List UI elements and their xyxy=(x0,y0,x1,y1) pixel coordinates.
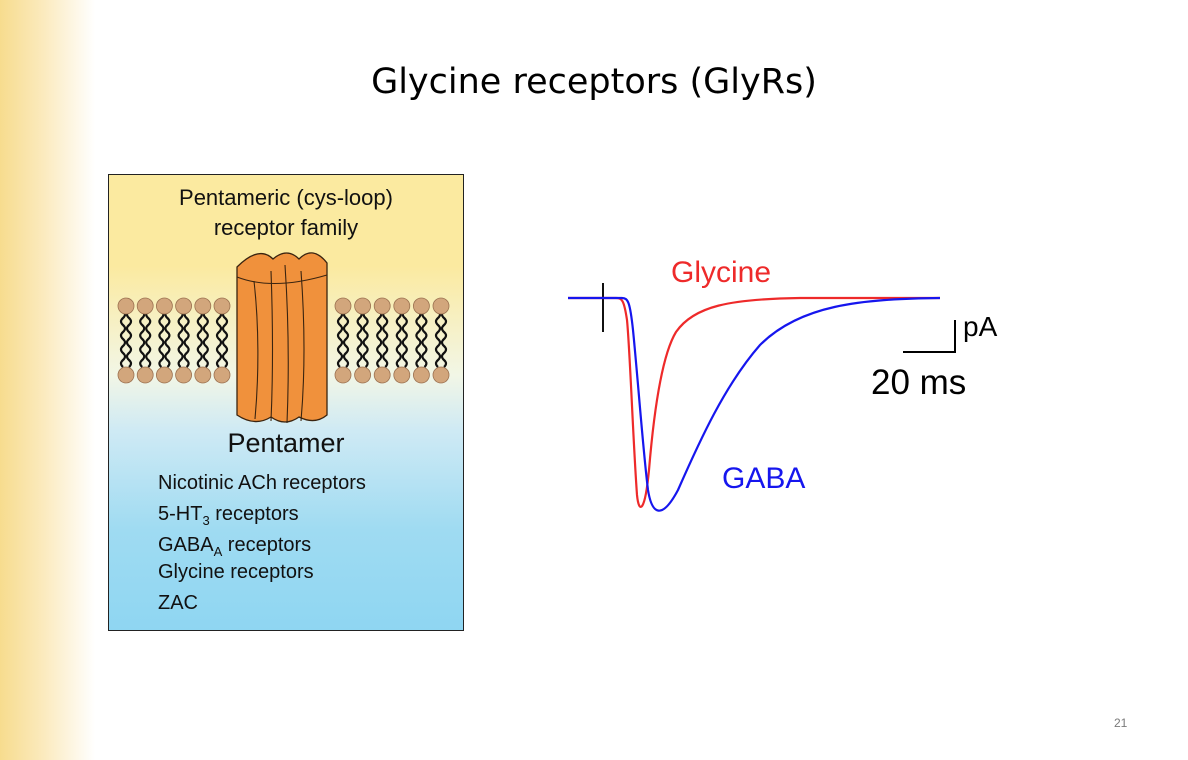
member-list: Nicotinic ACh receptors 5-HT3 receptors … xyxy=(158,473,366,624)
pentamer-label: Pentamer xyxy=(227,428,345,458)
membrane-diagram xyxy=(117,252,450,424)
scale-time-label: 20 ms xyxy=(871,363,967,402)
member-item: Nicotinic ACh receptors xyxy=(158,472,366,494)
member-item: Glycine receptors xyxy=(158,561,314,583)
pentameric-channel-icon xyxy=(236,252,328,424)
lipid-bilayer-icon xyxy=(117,297,450,384)
page-number: 21 xyxy=(1114,716,1128,730)
family-title: Pentameric (cys-loop) receptor family xyxy=(109,183,463,243)
glycine-trace xyxy=(568,296,940,508)
member-item: GABAA receptors xyxy=(158,534,312,559)
gaba-label: GABA xyxy=(722,462,806,495)
scale-current-label: pA xyxy=(963,311,998,342)
glycine-label: Glycine xyxy=(671,256,772,289)
family-title-line-2: receptor family xyxy=(213,215,359,240)
member-item: 5-HT3 receptors xyxy=(158,503,299,528)
receptor-family-panel: Pentameric (cys-loop) receptor family Pe… xyxy=(108,174,464,631)
accent-bar xyxy=(0,0,95,760)
scale-bar xyxy=(903,320,956,353)
family-title-line-1: Pentameric (cys-loop) xyxy=(179,185,393,210)
slide-title: Glycine receptors (GlyRs) xyxy=(371,62,817,102)
member-item: ZAC xyxy=(158,592,198,614)
gaba-trace xyxy=(568,296,941,512)
